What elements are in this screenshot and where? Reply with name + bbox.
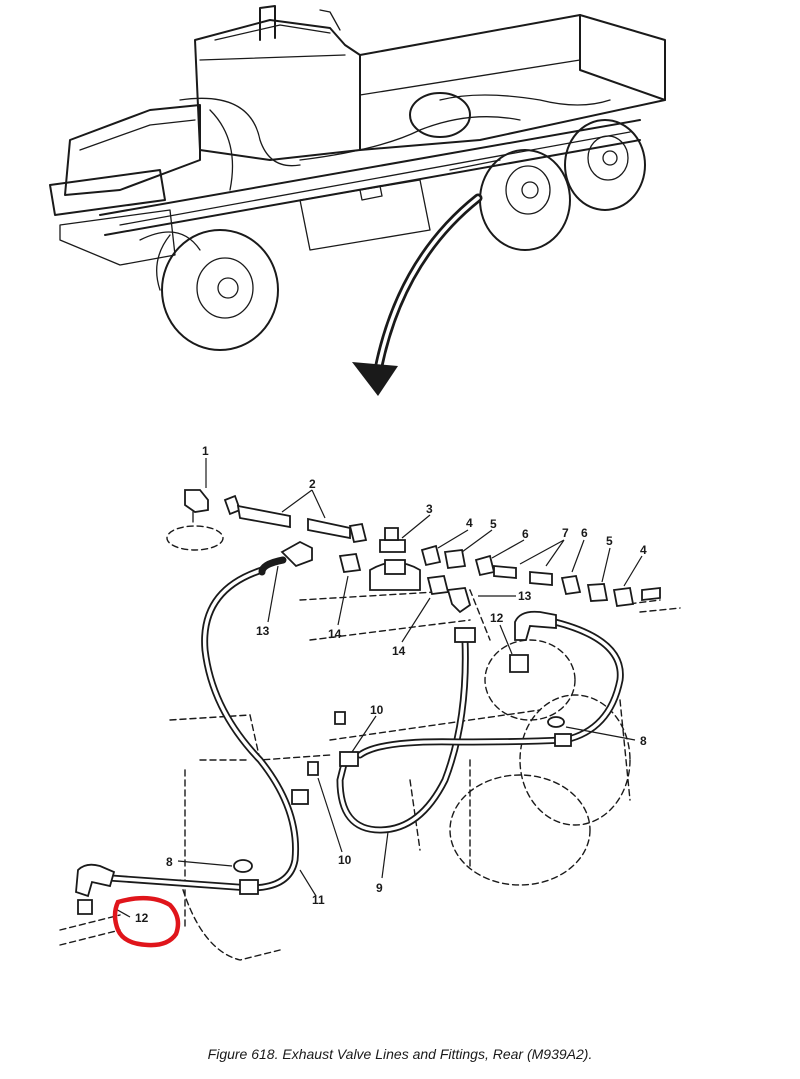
callout-14a: 14: [328, 627, 342, 641]
callout-leaders: [177, 458, 643, 897]
callout-14b: 14: [392, 644, 406, 658]
callout-12b: 12: [490, 611, 504, 625]
callout-3: 3: [426, 502, 433, 516]
direction-arrow: [352, 193, 483, 396]
callout-8b: 8: [640, 734, 647, 748]
callout-13a: 13: [256, 624, 270, 638]
callout-8a: 8: [166, 855, 173, 869]
callout-labels: 1 2 3 4 5 6 7 6 5 4 13 13 14 14 12 10 8 …: [113, 444, 647, 925]
fitting-row: [184, 489, 661, 614]
hose-lines: [75, 556, 624, 915]
callout-11: 11: [312, 893, 325, 907]
callout-7: 7: [562, 526, 569, 540]
callout-13b: 13: [518, 589, 532, 603]
chassis-ghost: [59, 525, 681, 961]
callout-4b: 4: [640, 543, 647, 557]
figure-caption: Figure 618. Exhaust Valve Lines and Fitt…: [207, 1046, 593, 1062]
callout-4a: 4: [466, 516, 473, 530]
callout-6a: 6: [522, 527, 529, 541]
callout-6b: 6: [581, 526, 588, 540]
truck-overview: [49, 5, 666, 351]
callout-2: 2: [309, 477, 316, 491]
red-highlight-circle: [112, 895, 181, 948]
callout-9: 9: [376, 881, 383, 895]
callout-12a: 12: [135, 911, 149, 925]
callout-5a: 5: [490, 517, 497, 531]
callout-10b: 10: [338, 853, 352, 867]
callout-5b: 5: [606, 534, 613, 548]
callout-10a: 10: [370, 703, 384, 717]
callout-1: 1: [202, 444, 209, 458]
